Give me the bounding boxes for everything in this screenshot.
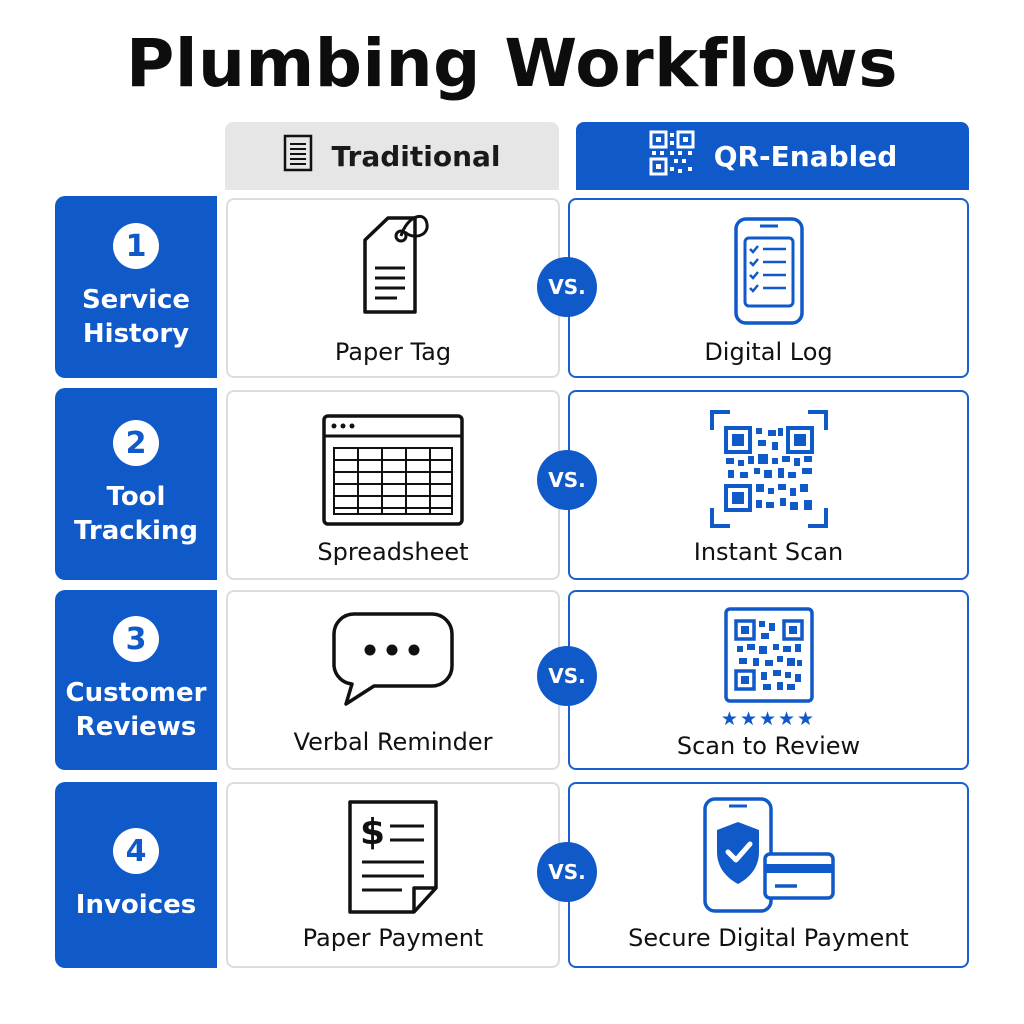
row-label-line1: Customer (65, 678, 207, 708)
column-header-qr: QR-Enabled (576, 122, 969, 190)
qr-caption: Instant Scan (693, 538, 844, 566)
row-label-line2: Reviews (75, 712, 197, 742)
row-label-line2: History (82, 319, 190, 349)
row-label-invoices: 4 Invoices (55, 782, 217, 968)
qr-caption: Digital Log (704, 338, 833, 366)
column-header-qr-label: QR-Enabled (713, 139, 898, 173)
speech-bubble-icon (330, 610, 456, 712)
qr-scan-icon (708, 408, 830, 534)
paper-tag-icon (343, 210, 443, 324)
vs-badge: VS. (537, 450, 597, 510)
row-label-line1: Invoices (75, 890, 197, 920)
qr-caption: Scan to Review (676, 732, 861, 760)
traditional-caption: Spreadsheet (317, 538, 469, 566)
cell-qr-customer-reviews: ★★★★★ Scan to Review (568, 590, 969, 770)
column-header-traditional-label: Traditional (331, 139, 501, 173)
cell-qr-tool-tracking: Instant Scan (568, 390, 969, 580)
qr-review-icon (723, 606, 815, 708)
page-title: Plumbing Workflows (126, 25, 898, 102)
traditional-caption: Paper Payment (302, 924, 484, 952)
document-icon (283, 134, 313, 179)
vs-badge: VS. (537, 842, 597, 902)
spreadsheet-icon (320, 412, 466, 532)
cell-traditional-invoices: $ Paper Payment (226, 782, 560, 968)
row-label-tool-tracking: 2 Tool Tracking (55, 388, 217, 580)
row-label-customer-reviews: 3 Customer Reviews (55, 590, 217, 770)
row-label-line1: Tool (106, 482, 166, 512)
invoice-dollar-icon: $ (344, 798, 442, 920)
cell-traditional-customer-reviews: Verbal Reminder (226, 590, 560, 770)
vs-badge: VS. (537, 257, 597, 317)
svg-text:$: $ (360, 812, 385, 853)
row-number: 2 (113, 420, 159, 466)
column-header-traditional: Traditional (225, 122, 559, 190)
row-number: 1 (113, 223, 159, 269)
row-number: 3 (113, 616, 159, 662)
traditional-caption: Verbal Reminder (293, 728, 493, 756)
row-label-service-history: 1 Service History (55, 196, 217, 378)
cell-qr-invoices: Secure Digital Payment (568, 782, 969, 968)
five-star-rating-icon: ★★★★★ (720, 708, 817, 730)
row-label-line1: Service (81, 285, 191, 315)
row-number: 4 (113, 828, 159, 874)
cell-traditional-tool-tracking: Spreadsheet (226, 390, 560, 580)
traditional-caption: Paper Tag (334, 338, 452, 366)
phone-checklist-icon (732, 216, 806, 330)
phone-shield-card-icon (701, 796, 837, 918)
cell-traditional-service-history: Paper Tag (226, 198, 560, 378)
cell-qr-service-history: Digital Log (568, 198, 969, 378)
qr-caption: Secure Digital Payment (628, 924, 909, 952)
qr-code-icon (648, 129, 696, 184)
row-label-line2: Tracking (74, 516, 198, 546)
vs-badge: VS. (537, 646, 597, 706)
